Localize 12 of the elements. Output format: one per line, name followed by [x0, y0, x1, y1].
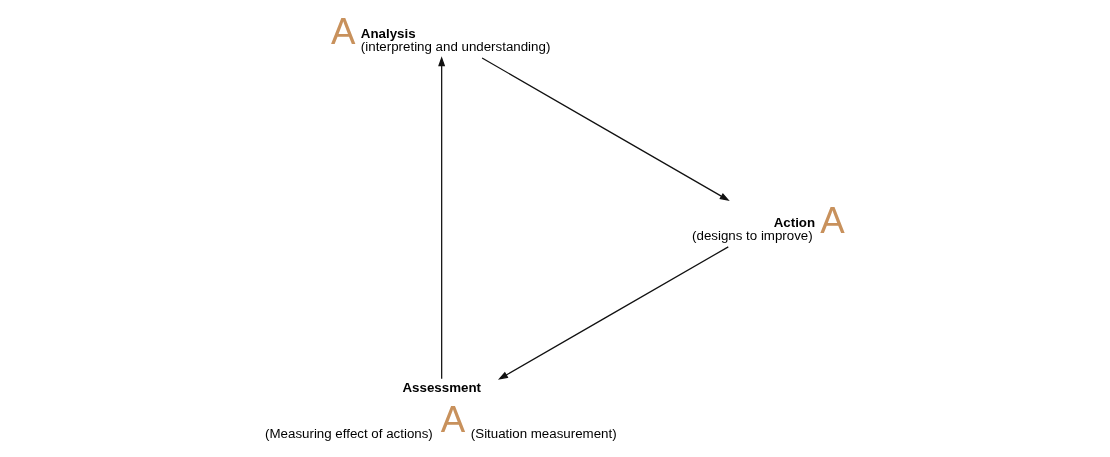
arrow [481, 57, 730, 201]
node-label: Assessment [402, 380, 481, 396]
node-label: Analysis [360, 25, 416, 41]
node-text: A [330, 11, 356, 53]
node-text: A [820, 199, 845, 241]
node-label: (designs to improve) [692, 227, 813, 243]
arrow [438, 56, 446, 380]
node-label: (Measuring effect of actions) [265, 425, 433, 441]
node-label: Action [773, 214, 816, 230]
node-text: A [440, 398, 466, 440]
node-label: (Situation measurement) [470, 425, 617, 441]
arrow [497, 246, 729, 380]
